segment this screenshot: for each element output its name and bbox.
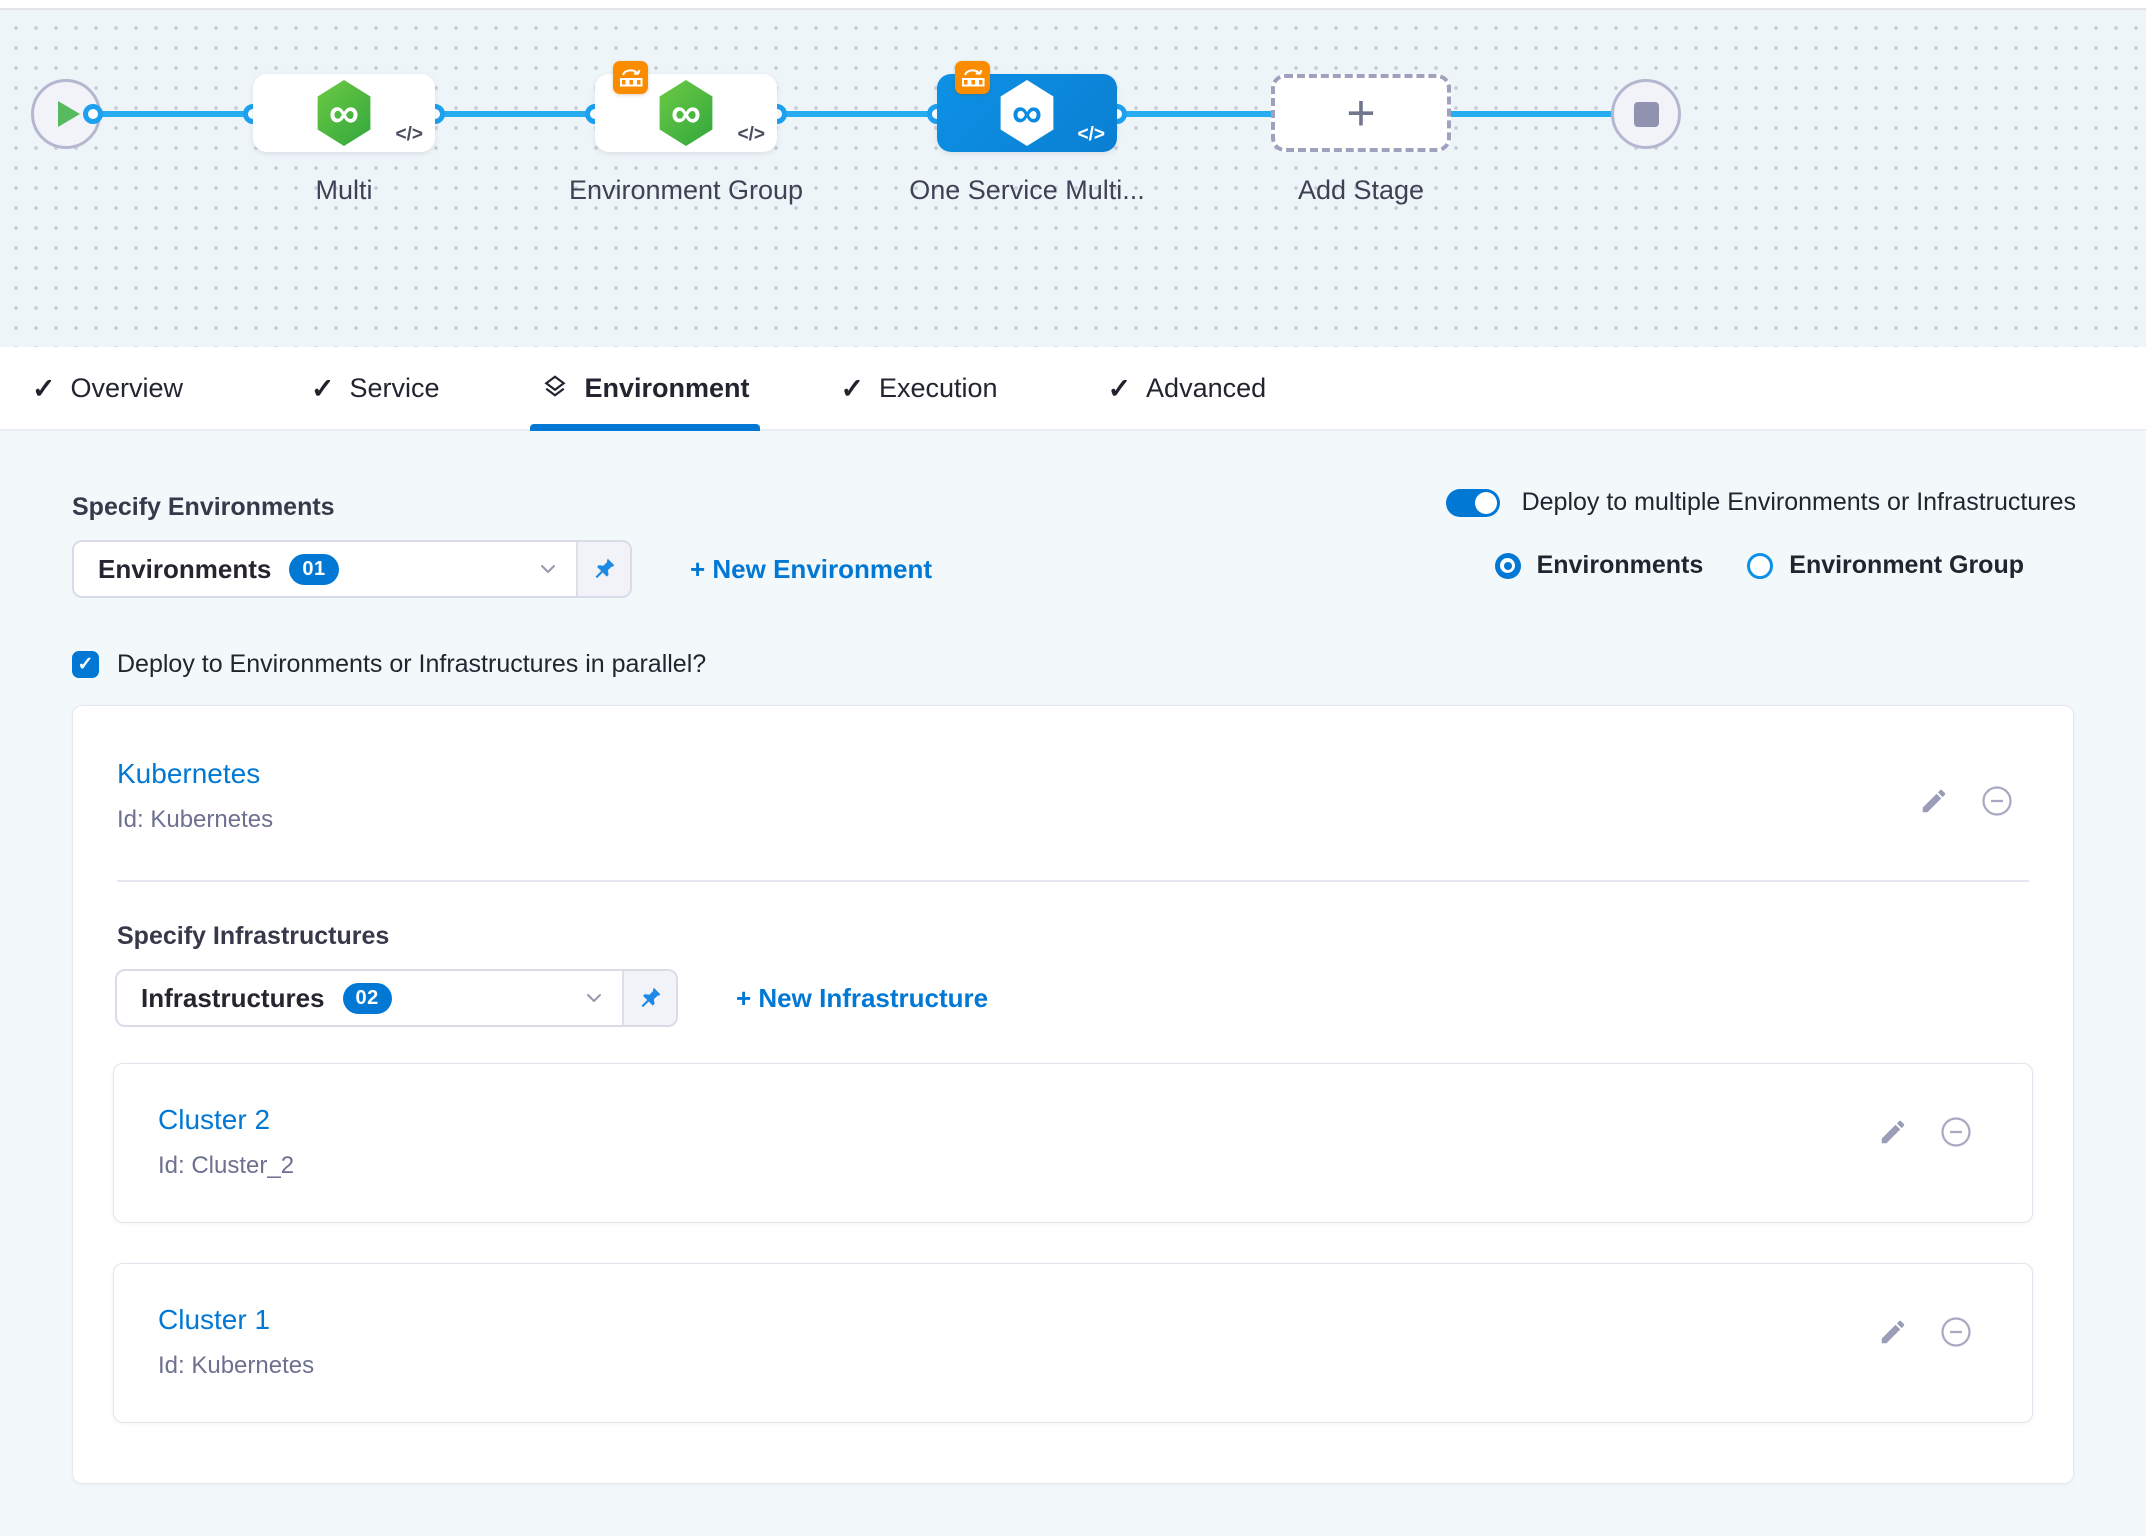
multi-deploy-toggle[interactable] [1445, 488, 1500, 517]
infinity-glyph: ∞ [1012, 89, 1042, 136]
check-icon: ✓ [77, 654, 94, 675]
pipeline-end-node [1611, 79, 1681, 149]
stage-label: Environment Group [568, 175, 804, 205]
environment-name-link[interactable]: Kubernetes [117, 758, 261, 789]
chevron-down-icon [536, 557, 560, 581]
add-stage-button[interactable]: + [1271, 74, 1451, 152]
pipeline-start-node [31, 79, 101, 149]
code-tag: </> [1077, 124, 1105, 145]
radio-label: Environments [1536, 551, 1704, 579]
infrastructure-name-link[interactable]: Cluster 1 [158, 1304, 271, 1335]
service-hexagon-icon: ∞ [317, 80, 371, 146]
infrastructure-card-cluster-2: Cluster 2 Id: Cluster_2 [113, 1063, 2033, 1223]
environment-type-radio-row: Environments Environment Group [1446, 551, 2024, 580]
check-icon: ✓ [32, 372, 56, 404]
tab-label: Advanced [1146, 372, 1267, 403]
new-infrastructure-link[interactable]: + New Infrastructure [736, 982, 989, 1013]
infrastructure-id: Id: Cluster_2 [158, 1152, 295, 1179]
stage-node-environment-group[interactable]: ∞ </> [595, 61, 777, 152]
stop-icon [1633, 101, 1659, 127]
parallel-deploy-checkbox[interactable]: ✓ [72, 651, 99, 678]
radio-unselected-icon [1747, 552, 1774, 579]
service-hexagon-icon: ∞ [1000, 80, 1054, 146]
infrastructure-name-link[interactable]: Cluster 2 [158, 1104, 271, 1135]
check-icon: ✓ [1107, 372, 1132, 404]
check-icon: ✓ [840, 372, 864, 404]
tab-service[interactable]: ✓ Service [301, 347, 450, 429]
count-badge: 01 [289, 553, 339, 585]
environment-picker-row: Environments 01 + New Environment [72, 540, 2146, 598]
connector-port [83, 104, 103, 124]
count-badge: 02 [342, 982, 392, 1014]
pipeline-canvas[interactable]: ∞ </> ∞ </> [0, 10, 2146, 347]
tab-environment-active[interactable]: Environment [529, 347, 760, 431]
dropdown-value: Infrastructures [141, 982, 325, 1013]
stage-node-one-service-multi-selected[interactable]: ∞ </> [937, 61, 1117, 152]
tab-overview[interactable]: ✓ Overview [22, 347, 193, 429]
multi-deploy-toggle-row: Deploy to multiple Environments or Infra… [1445, 488, 2076, 517]
stage-label: Multi [315, 175, 373, 205]
chevron-down-icon [582, 986, 606, 1010]
infrastructure-actions [1878, 1114, 1974, 1150]
edit-infrastructure-button[interactable] [1878, 1117, 1908, 1147]
rollback-badge-icon [955, 61, 990, 94]
environment-actions [1919, 768, 2015, 834]
plus-icon: + [1346, 85, 1376, 141]
pin-button[interactable] [622, 971, 676, 1025]
deploy-options-panel: Deploy to multiple Environments or Infra… [1445, 488, 2076, 580]
environment-tab-content: Specify Environments Environments 01 + N… [0, 431, 2146, 1484]
edit-environment-button[interactable] [1919, 786, 1949, 816]
infrastructures-dropdown[interactable]: Infrastructures 02 [115, 969, 678, 1027]
flow-connector-line [66, 111, 1646, 117]
pin-button[interactable] [576, 542, 630, 596]
stage-label: One Service Multi... [909, 175, 1145, 205]
service-hexagon-icon: ∞ [659, 80, 713, 146]
infrastructure-picker-row: Infrastructures 02 + New Infrastructure [115, 969, 2073, 1027]
stage-label: Add Stage [1297, 175, 1425, 205]
toggle-knob [1474, 491, 1497, 514]
tab-label: Environment [584, 372, 750, 403]
specify-environments-label: Specify Environments [72, 493, 335, 521]
divider [117, 880, 2029, 882]
multi-deploy-toggle-label: Deploy to multiple Environments or Infra… [1521, 488, 2076, 516]
infrastructure-card-cluster-1: Cluster 1 Id: Kubernetes [113, 1263, 2033, 1423]
environment-layers-icon [540, 373, 570, 403]
top-strip [0, 0, 2146, 10]
radio-environments[interactable]: Environments [1494, 551, 1704, 580]
specify-infrastructures-label: Specify Infrastructures [117, 922, 390, 950]
remove-environment-button[interactable] [1979, 783, 2015, 819]
code-tag: </> [737, 124, 765, 145]
tab-label: Service [349, 372, 440, 403]
environments-dropdown[interactable]: Environments 01 [72, 540, 632, 598]
tab-label: Overview [70, 372, 183, 403]
tab-label: Execution [879, 372, 998, 403]
parallel-deploy-label: Deploy to Environments or Infrastructure… [117, 650, 707, 678]
tab-execution[interactable]: ✓ Execution [831, 347, 1008, 429]
stage-node-multi[interactable]: ∞ </> [253, 74, 435, 152]
radio-environment-group[interactable]: Environment Group [1747, 551, 2024, 580]
edit-infrastructure-button[interactable] [1878, 1317, 1908, 1347]
code-tag: </> [395, 124, 423, 145]
rollback-badge-icon [613, 61, 648, 94]
remove-infrastructure-button[interactable] [1938, 1114, 1974, 1150]
radio-selected-icon [1494, 552, 1521, 579]
new-environment-link[interactable]: + New Environment [690, 553, 932, 584]
environment-id: Id: Kubernetes [117, 806, 274, 833]
environment-card-header: Kubernetes Id: Kubernetes [73, 706, 2073, 834]
tab-advanced[interactable]: ✓ Advanced [1098, 347, 1277, 429]
check-icon: ✓ [311, 372, 335, 404]
play-icon [58, 101, 80, 127]
remove-infrastructure-button[interactable] [1938, 1314, 1974, 1350]
infrastructure-actions [1878, 1314, 1974, 1350]
dropdown-value: Environments [98, 553, 272, 584]
infrastructure-id: Id: Kubernetes [158, 1352, 315, 1379]
infinity-glyph: ∞ [329, 89, 359, 136]
environment-card-kubernetes: Kubernetes Id: Kubernetes Specify Infras… [72, 705, 2074, 1484]
infinity-glyph: ∞ [671, 89, 701, 136]
parallel-deploy-row: ✓ Deploy to Environments or Infrastructu… [72, 650, 2146, 679]
radio-label: Environment Group [1789, 551, 2024, 579]
stage-config-tabbar: ✓ Overview ✓ Service Environment ✓ Execu… [0, 347, 2146, 431]
